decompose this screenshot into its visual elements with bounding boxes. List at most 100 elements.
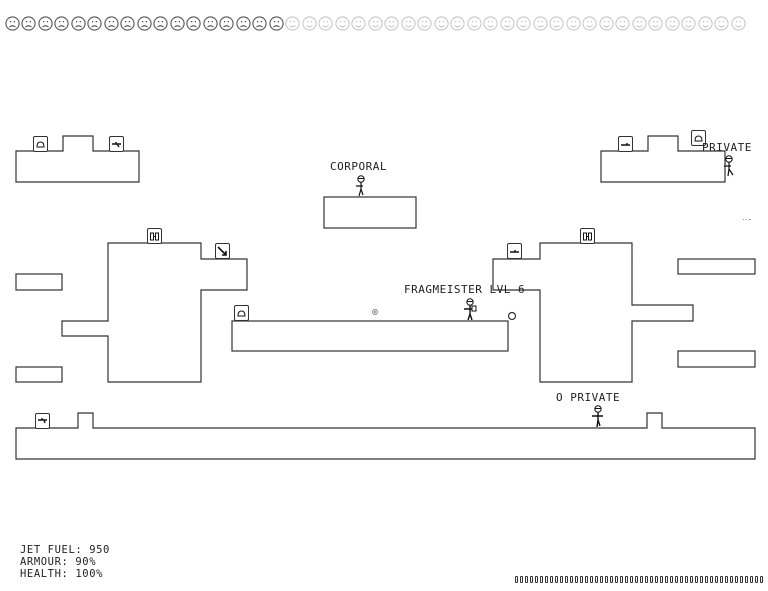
happy-face-icon [615, 14, 632, 32]
happy-face-icon [466, 14, 483, 32]
ammo-round-icon [650, 576, 653, 583]
ammo-round-icon [670, 576, 673, 583]
soldier-self [463, 298, 477, 321]
structure-right [492, 242, 694, 383]
ammo-round-icon [630, 576, 633, 583]
ledge-right-lower [677, 350, 756, 368]
ammo-round-icon [745, 576, 748, 583]
frag-counter [4, 14, 747, 32]
happy-face-icon [367, 14, 384, 32]
ammo-round-icon [600, 576, 603, 583]
ammo-round-icon [605, 576, 608, 583]
pickup-gun [618, 136, 633, 152]
happy-face-icon [318, 14, 335, 32]
happy-face-icon [714, 14, 731, 32]
happy-face-icon [483, 14, 500, 32]
jet-fuel-readout: JET FUEL: 950 [20, 544, 110, 556]
ammo-round-icon [750, 576, 753, 583]
soldier-icon [592, 405, 603, 428]
gun-icon [38, 417, 47, 423]
happy-face-icon [285, 14, 302, 32]
pickup-gun [109, 136, 124, 152]
ammo-round-icon [515, 576, 518, 583]
soldier-private-bottom [591, 405, 605, 428]
debris-particle [746, 219, 747, 220]
sad-face-icon [70, 14, 87, 32]
ammo-round-icon [695, 576, 698, 583]
status-hud: JET FUEL: 950 ARMOUR: 90% HEALTH: 100% [20, 544, 110, 580]
ammo-round-icon [705, 576, 708, 583]
ammo-round-icon [575, 576, 578, 583]
player-name-private-bottom: O PRIVATE [556, 391, 620, 404]
soldier-private-top [722, 155, 736, 177]
pickup-jetpack [580, 228, 595, 244]
armour-readout: ARMOUR: 90% [20, 556, 97, 568]
happy-face-icon [334, 14, 351, 32]
happy-face-icon [664, 14, 681, 32]
player-name-self: FRAGMEISTER LVL 6 [404, 283, 526, 296]
pickup-gun [35, 413, 50, 429]
ammo-round-icon [520, 576, 523, 583]
ammo-round-icon [675, 576, 678, 583]
happy-face-icon [532, 14, 549, 32]
happy-face-icon [697, 14, 714, 32]
soldier-corporal [354, 175, 368, 197]
helmet-icon [694, 134, 703, 141]
sad-face-icon [4, 14, 21, 32]
grenade-projectile [507, 311, 517, 321]
ammo-round-icon [715, 576, 718, 583]
happy-face-icon [301, 14, 318, 32]
sad-face-icon [268, 14, 285, 32]
sad-face-icon [169, 14, 186, 32]
happy-face-icon [565, 14, 582, 32]
rocket-icon [217, 245, 227, 256]
ammo-round-icon [755, 576, 758, 583]
jetpack-icon [150, 232, 159, 240]
ammo-round-icon [625, 576, 628, 583]
ammo-round-icon [735, 576, 738, 583]
debris-particle [749, 219, 751, 220]
sad-face-icon [87, 14, 104, 32]
ammo-round-icon [580, 576, 583, 583]
ammo-round-icon [550, 576, 553, 583]
ammo-round-icon [635, 576, 638, 583]
ammo-round-icon [720, 576, 723, 583]
happy-face-icon [400, 14, 417, 32]
ammo-round-icon [645, 576, 648, 583]
ammo-round-icon [680, 576, 683, 583]
ammo-round-icon [595, 576, 598, 583]
ammo-round-icon [525, 576, 528, 583]
ammo-round-icon [760, 576, 763, 583]
happy-face-icon [499, 14, 516, 32]
floor-bottom [15, 412, 756, 460]
happy-face-icon [730, 14, 747, 32]
gun-icon [112, 141, 121, 147]
pickup-helmet [234, 305, 249, 321]
ammo-round-icon [615, 576, 618, 583]
ammo-round-icon [535, 576, 538, 583]
player-prefix: O [556, 391, 564, 404]
ammo-round-icon [730, 576, 733, 583]
ledge-left-upper [15, 273, 63, 291]
debris-particle [743, 219, 744, 220]
happy-face-icon [384, 14, 401, 32]
ammo-round-icon [710, 576, 713, 583]
sad-face-icon [186, 14, 203, 32]
happy-face-icon [582, 14, 599, 32]
sad-face-icon [235, 14, 252, 32]
ammo-round-icon [655, 576, 658, 583]
pickup-gun [507, 243, 522, 259]
ammo-counter [515, 576, 765, 583]
sad-face-icon [37, 14, 54, 32]
ammo-round-icon [660, 576, 663, 583]
happy-face-icon [598, 14, 615, 32]
ammo-round-icon [530, 576, 533, 583]
happy-face-icon [549, 14, 566, 32]
platform-center-long [231, 320, 509, 352]
player-name-private-top: PRIVATE [702, 141, 752, 154]
happy-face-icon [516, 14, 533, 32]
happy-face-icon [351, 14, 368, 32]
sad-face-icon [54, 14, 71, 32]
soldier-icon [724, 155, 734, 177]
